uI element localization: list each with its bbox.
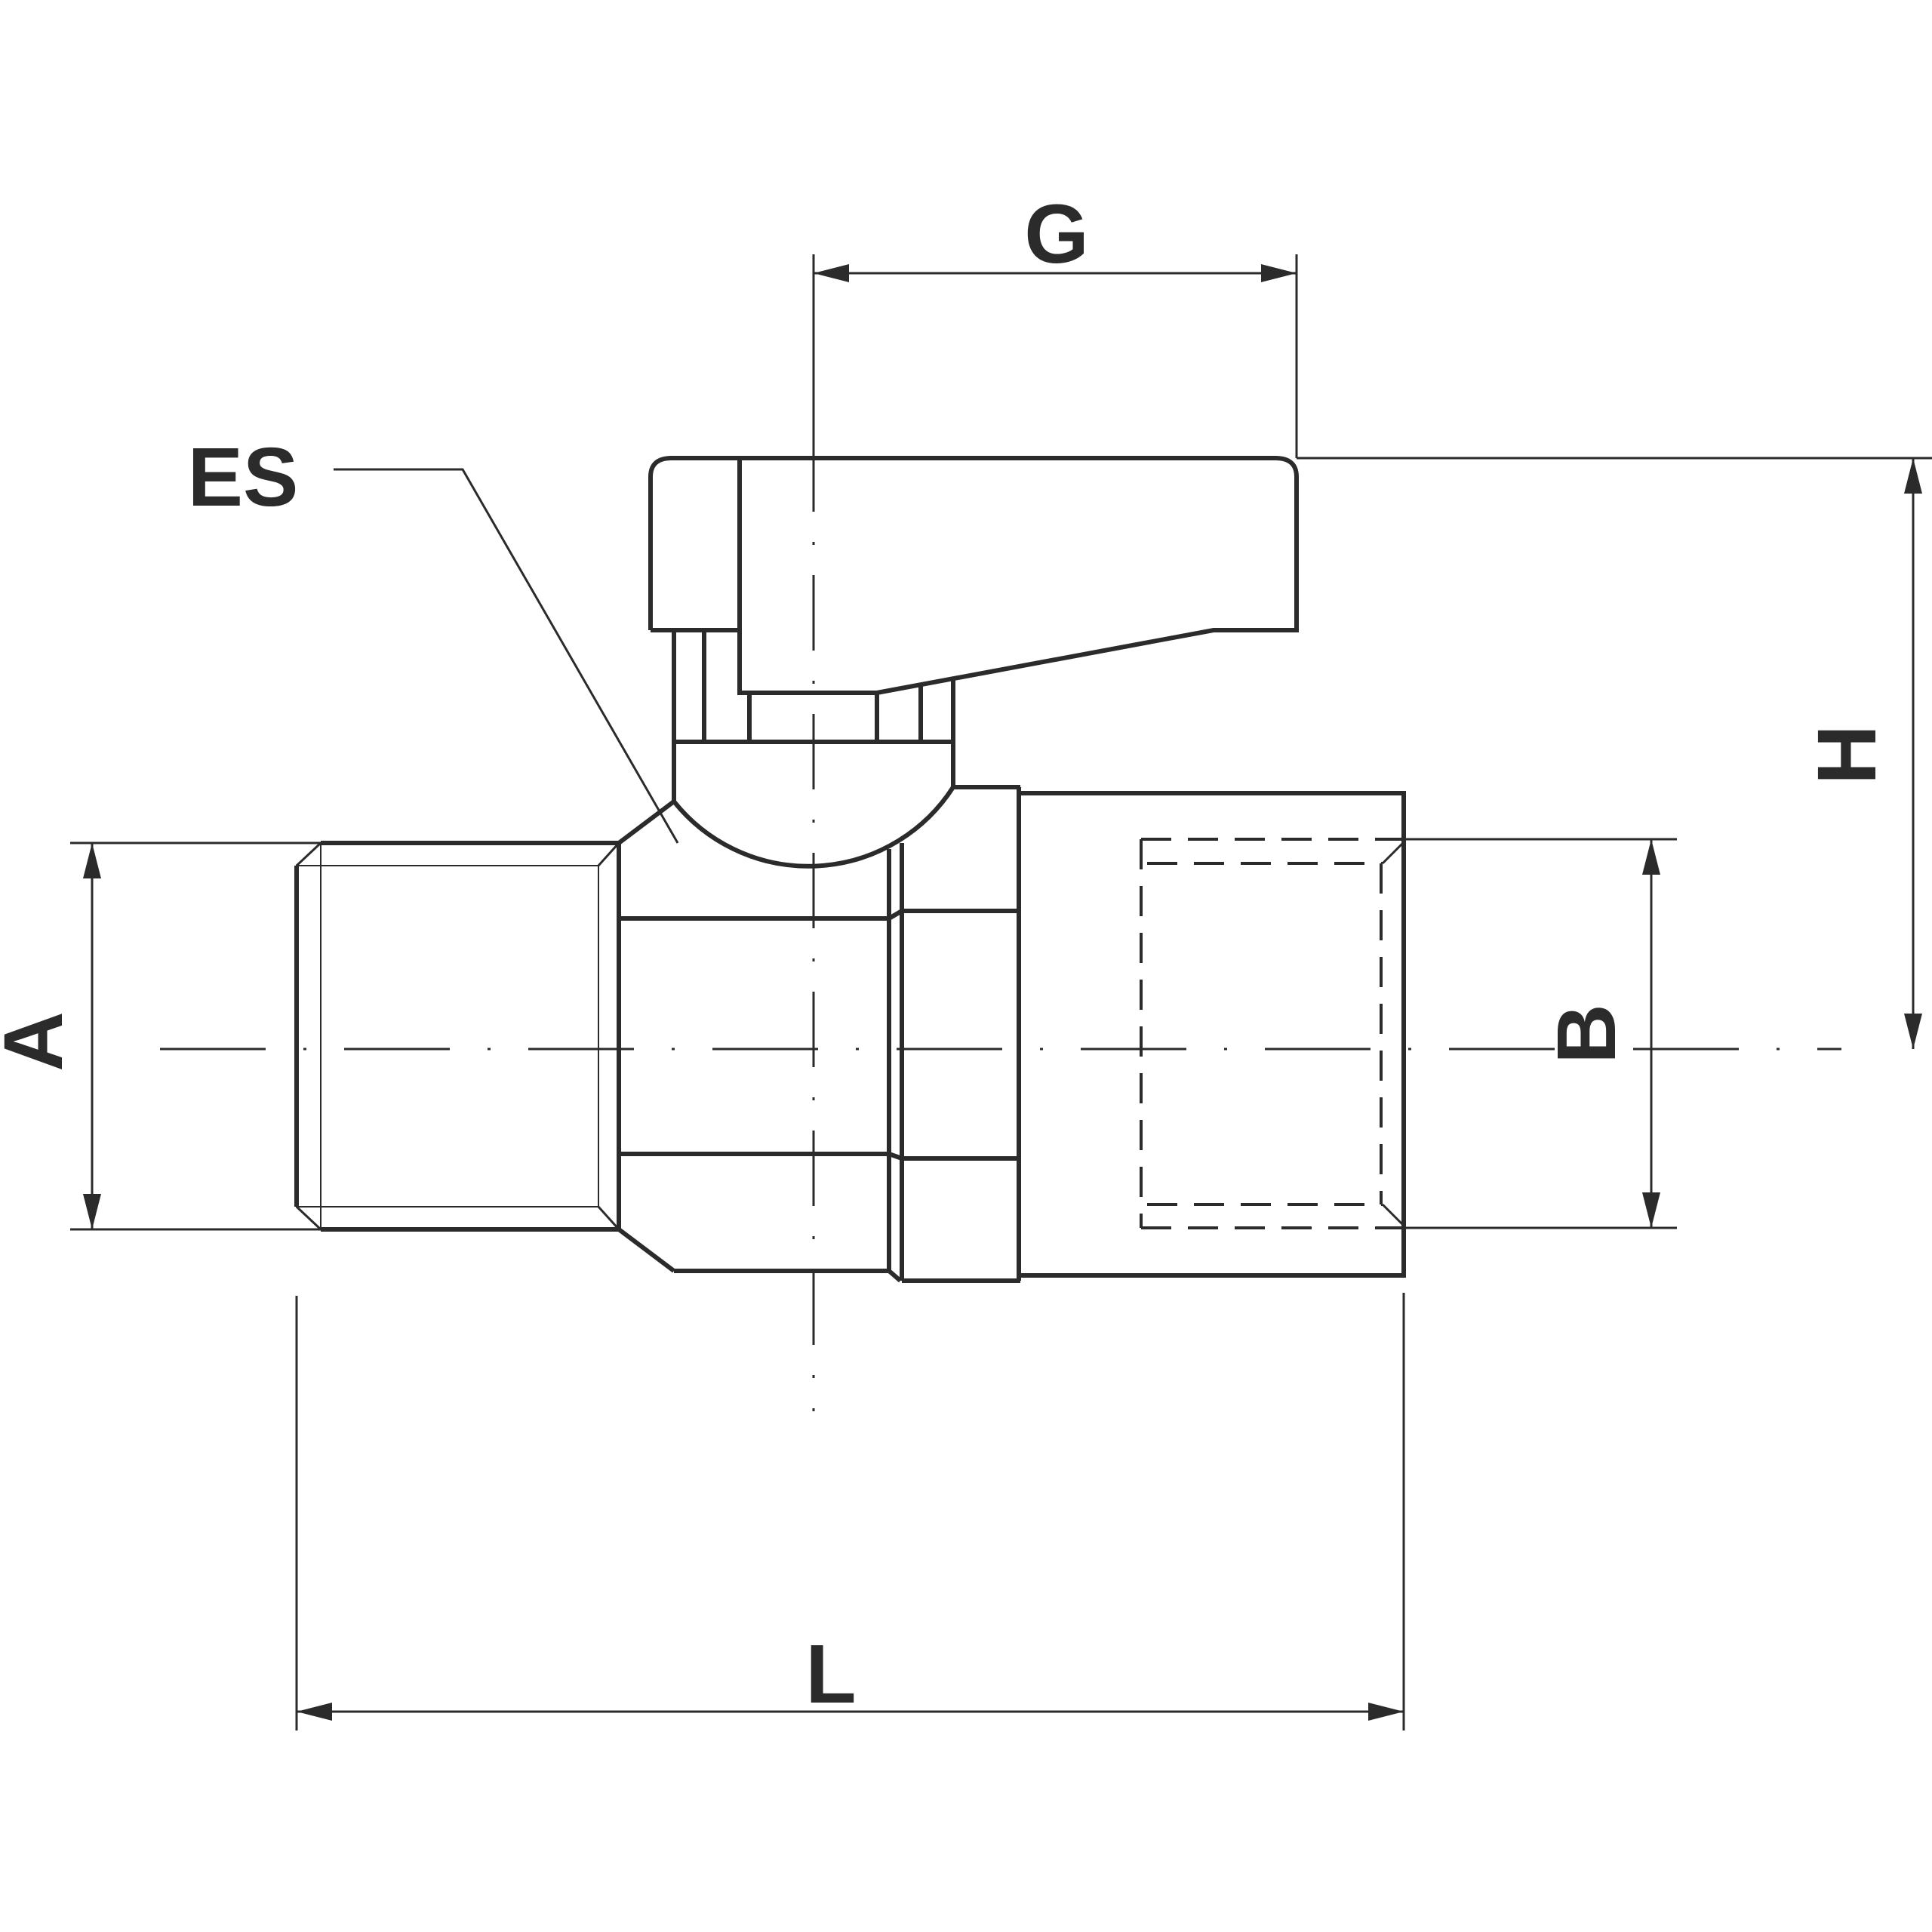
- label-h: H: [1801, 724, 1894, 784]
- valve-body: [617, 799, 904, 1283]
- ball-housing: [672, 786, 955, 869]
- leader-es: [334, 468, 679, 844]
- label-b: B: [1540, 1004, 1633, 1063]
- stem-nut: [672, 630, 955, 801]
- label-es: ES: [188, 431, 299, 524]
- hex-body: [902, 785, 1021, 1283]
- dimension-a: [70, 841, 321, 1231]
- dimension-g: [812, 254, 1298, 458]
- label-l: L: [805, 1628, 856, 1721]
- label-g: G: [1024, 188, 1089, 281]
- label-a: A: [0, 1011, 80, 1071]
- dimension-h: [1297, 457, 1932, 1049]
- lever-handle: [648, 456, 1299, 695]
- dimension-l: [295, 1293, 1405, 1730]
- dimension-b: [1404, 838, 1677, 1229]
- male-threaded-end: [294, 841, 620, 1232]
- female-threaded-end: [1019, 791, 1406, 1278]
